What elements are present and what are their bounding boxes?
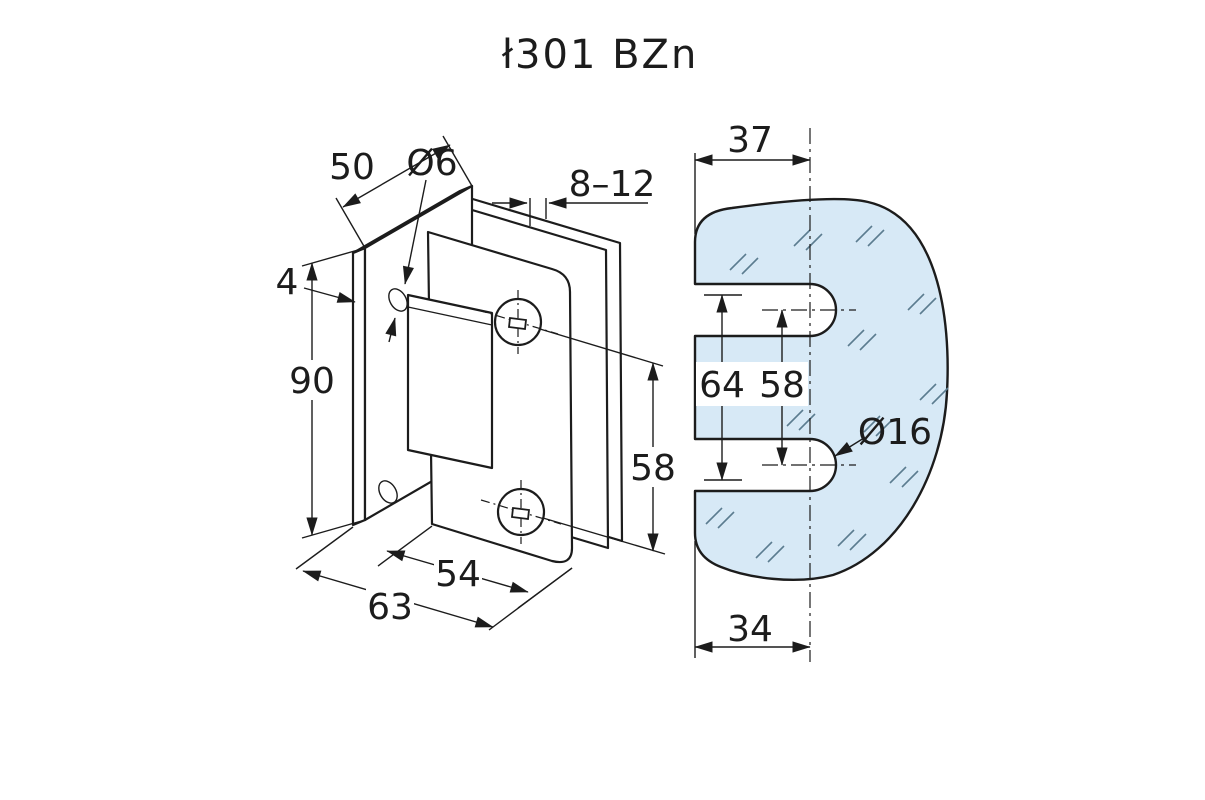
dim-plate-height: 90: [288, 247, 366, 539]
clamp-plate: [406, 293, 494, 470]
wall-plate-screw-hole-bottom: [378, 480, 398, 504]
screw-mark-top: [508, 316, 527, 331]
clamp-plate-edge-line: [407, 306, 493, 326]
dim-label-plate-width: 50: [329, 147, 375, 188]
dim-glass-thickness: 8–12: [492, 164, 655, 226]
dim-screw-hole-diameter: Ø6: [385, 143, 458, 343]
dim-label-overall-depth: 63: [367, 587, 413, 628]
dim-hole-diameter: Ø16: [834, 412, 932, 457]
glass-template-view: 37 34 64 58 Ø16: [693, 120, 949, 662]
dim-label-background: [696, 362, 808, 406]
dim-label-template-hole-spacing: 58: [759, 365, 805, 406]
dim-overall-depth: 63: [295, 526, 573, 631]
dim-label-plate-height: 90: [289, 361, 335, 402]
dim-hinge-hole-spacing: 58: [539, 328, 677, 555]
dim-label-glass-thickness: 8–12: [569, 164, 656, 205]
dim-plate-width: 50: [329, 135, 473, 249]
dim-label-bottom-edge-distance: 34: [727, 609, 773, 650]
drawing-title: ł301 BZn: [502, 32, 699, 78]
wall-plate-screw-hole-top: [388, 288, 408, 312]
dim-label-hole-diameter: Ø16: [858, 412, 932, 453]
dim-label-cutout-span: 64: [699, 365, 745, 406]
iso-view: 50 Ø6 4 90 8–12: [276, 135, 677, 631]
glass-cutout-shape: [693, 197, 949, 581]
dim-label-screw-hole-diameter: Ø6: [406, 143, 457, 184]
dim-label-body-width: 54: [435, 554, 481, 595]
screw-mark-bottom: [511, 506, 530, 521]
dim-plate-thickness: 4: [276, 262, 356, 303]
dim-top-edge-distance: 37: [694, 120, 811, 234]
dim-label-top-edge-distance: 37: [727, 120, 773, 161]
dim-label-plate-thickness: 4: [276, 262, 299, 303]
dim-bottom-edge-distance: 34: [694, 541, 811, 658]
wall-plate-side-strip: [351, 246, 367, 527]
dim-label-hinge-hole-spacing: 58: [630, 448, 676, 489]
